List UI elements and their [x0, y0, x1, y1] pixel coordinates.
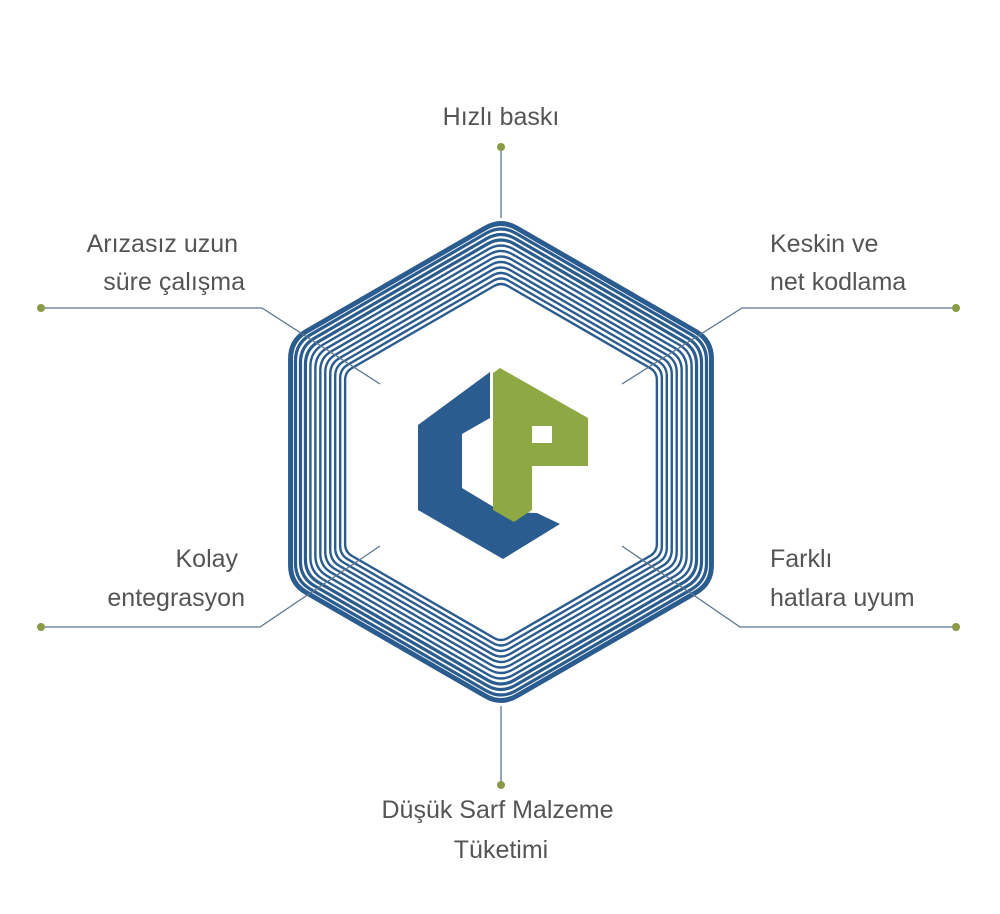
label-upper-left-line-1: Arızasız uzun	[87, 230, 238, 258]
dot-markers	[37, 143, 960, 789]
label-lower-left: Kolay entegrasyon	[107, 545, 245, 612]
hexagon-ring	[338, 277, 664, 647]
dot-marker-icon	[497, 781, 505, 789]
label-upper-left: Arızasız uzun süre çalışma	[87, 230, 245, 296]
label-upper-right-line-2: net kodlama	[770, 268, 906, 296]
hexagon-ring	[288, 221, 714, 703]
hexagon-ring	[298, 232, 704, 692]
label-upper-right: Keskin ve net kodlama	[770, 230, 906, 296]
leader-line-upper-left	[41, 307, 381, 385]
feature-labels: Hızlı baskı Arızasız uzun süre çalışma K…	[87, 103, 915, 864]
hexagon-ring	[309, 244, 693, 680]
leader-line-lower-left	[41, 545, 381, 628]
label-upper-right-line-1: Keskin ve	[770, 230, 878, 258]
label-lower-right-line-2: hatlara uyum	[770, 584, 915, 612]
dot-marker-icon	[37, 623, 45, 631]
logo-p-shape	[493, 368, 588, 522]
label-bottom-line-2: Tüketimi	[454, 836, 548, 864]
dot-marker-icon	[952, 623, 960, 631]
dot-marker-icon	[952, 304, 960, 312]
cp-logo-icon	[418, 368, 588, 559]
dot-marker-icon	[37, 304, 45, 312]
label-lower-right-line-1: Farklı	[770, 545, 833, 573]
leader-line-lower-right	[621, 545, 956, 628]
label-bottom-line-1: Düşük Sarf Malzeme	[382, 796, 614, 824]
hexagon-ring	[343, 282, 659, 642]
logo-c-shape	[418, 372, 560, 559]
hexagon-ring	[303, 238, 699, 686]
hexagon-ring	[319, 255, 683, 669]
hexagon-ring	[324, 260, 678, 664]
dot-marker-icon	[497, 143, 505, 151]
leader-line-upper-right	[621, 307, 956, 385]
label-upper-left-line-2: süre çalışma	[103, 268, 245, 296]
hexagon-ring	[314, 249, 688, 675]
hexagon-ring	[293, 227, 709, 697]
label-lower-left-line-1: Kolay	[176, 545, 239, 573]
label-lower-left-line-2: entegrasyon	[107, 584, 245, 612]
leader-lines	[41, 147, 956, 784]
label-top: Hızlı baskı	[443, 103, 560, 131]
label-bottom: Düşük Sarf Malzeme Tüketimi	[382, 796, 621, 864]
label-lower-right: Farklı hatlara uyum	[770, 545, 915, 612]
